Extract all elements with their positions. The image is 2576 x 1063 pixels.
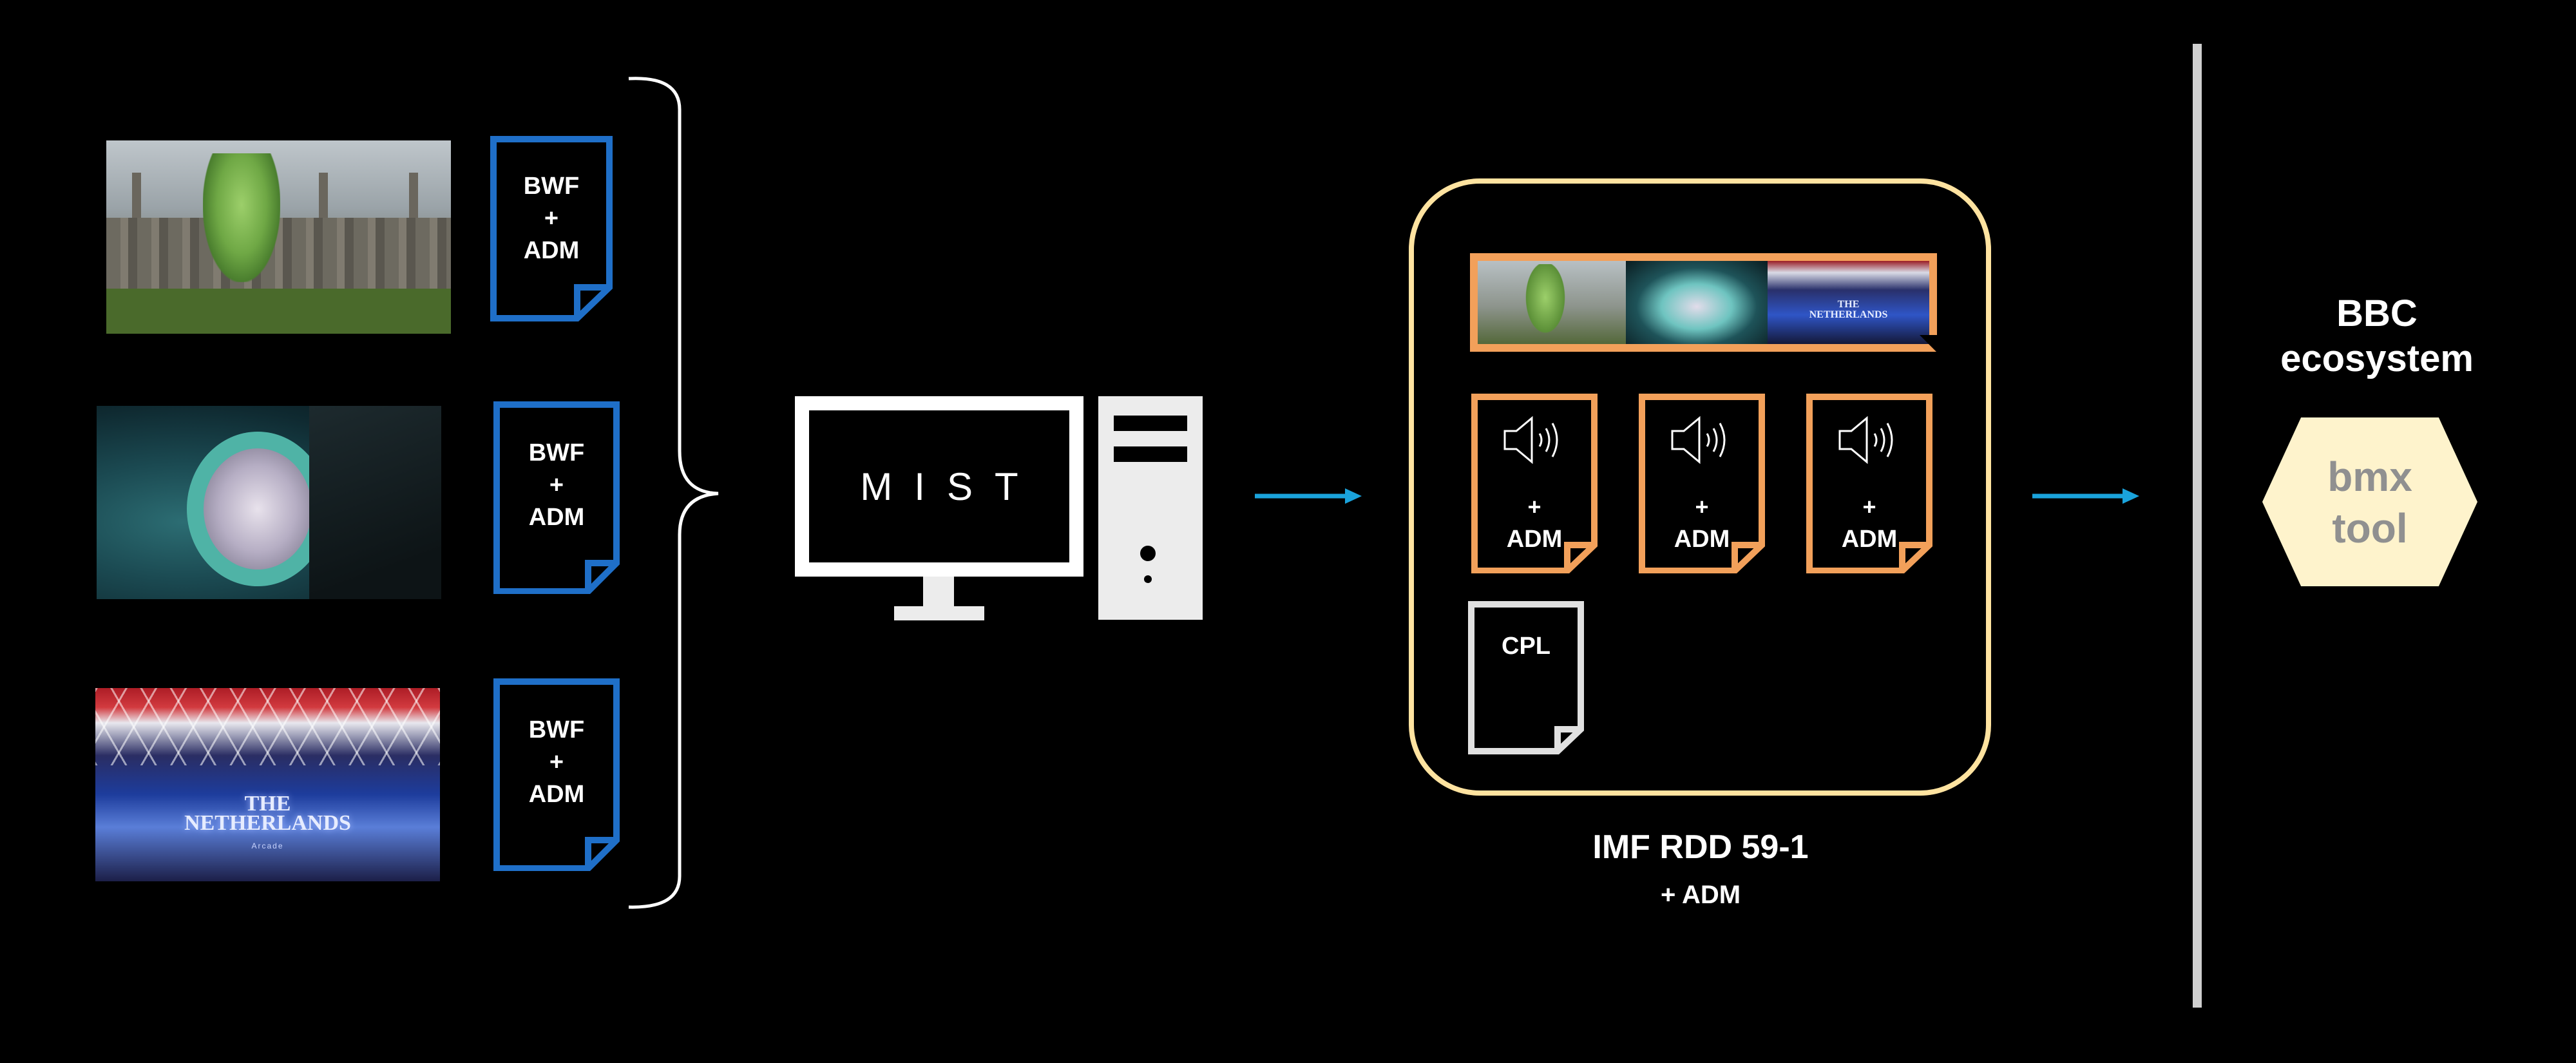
mist-monitor: MIST [795,396,1083,577]
video-filmstrip: THE NETHERLANDS [1470,253,1937,352]
grouping-brace [628,77,719,909]
drive-slot [1114,446,1187,462]
speaker-icon [1503,416,1558,464]
mist-logo: MIST [860,464,1040,508]
green-statue [203,153,280,282]
filmstrip-frame-mirror [1626,261,1768,344]
imf-package-subtitle: + ADM [1660,881,1741,909]
source-thumbnail-castle [106,140,451,334]
dark-hair [309,406,441,599]
source-doc-1 [490,136,613,321]
audio-doc-2 [1639,394,1765,573]
monitor-neck [923,577,954,609]
audio-doc-1 [1471,394,1598,573]
audio-doc-3 [1806,394,1932,573]
speaker-icon [1838,416,1893,464]
castle-spire [132,173,141,218]
filmstrip-frame-castle [1478,261,1626,344]
source-thumbnail-netherlands: THE NETHERLANDS Arcade [95,688,440,881]
castle-spire [409,173,418,218]
imf-package-title: IMF RDD 59-1 [1592,828,1809,866]
monitor-base [894,606,984,620]
computer-tower [1098,396,1203,620]
monitor-screen: MIST [809,410,1069,562]
castle-spire [319,173,328,218]
source-doc-2 [493,401,620,594]
cpl-doc [1468,601,1584,754]
bbc-ecosystem-title: BBC ecosystem [2280,292,2474,379]
source-thumbnail-mirror [97,406,441,599]
filmstrip-frame-netherlands: THE NETHERLANDS [1768,261,1929,344]
triangle-pattern [95,688,440,765]
power-led [1144,575,1152,583]
speaker-icon [1671,416,1726,464]
filmstrip-fold [1920,335,1937,352]
drive-slot [1114,416,1187,431]
castle-lawn [106,289,451,334]
filmstrip-logo: THE NETHERLANDS [1809,299,1888,320]
mirror-frame [187,432,329,586]
power-button [1140,546,1156,561]
bmx-tool-label: bmx tool [2327,454,2412,551]
source-doc-3 [493,678,620,871]
bmx-tool-hexagon [2262,417,2477,586]
arrow-right-icon [2032,488,2139,504]
arrow-right-icon [1255,488,1362,504]
imf-package-container [1409,178,1991,796]
netherlands-sub: Arcade [251,841,284,850]
netherlands-logo: THE NETHERLANDS [184,792,351,835]
ecosystem-divider [2193,44,2202,1008]
